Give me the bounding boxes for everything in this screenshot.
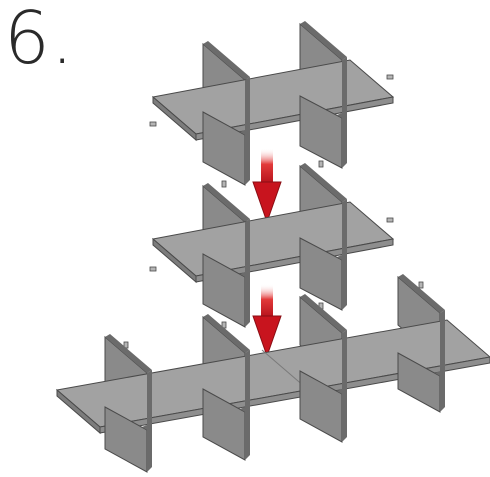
assembly-arrow-down-icon bbox=[252, 284, 282, 358]
screw-fastener-icon bbox=[149, 266, 157, 272]
step-number-label: 6. bbox=[4, 0, 75, 80]
screw-fastener-icon bbox=[386, 74, 394, 80]
shelf-module-top bbox=[149, 21, 395, 188]
screw-fastener-icon bbox=[318, 160, 324, 168]
shelf-module-bottom bbox=[55, 274, 490, 473]
screw-fastener-icon bbox=[386, 217, 394, 223]
assembly-arrow-down-icon bbox=[252, 148, 282, 224]
screw-fastener-icon bbox=[221, 180, 227, 188]
shelf-module-middle bbox=[123, 163, 424, 349]
screw-fastener-icon bbox=[418, 281, 424, 289]
screw-fastener-icon bbox=[149, 121, 157, 127]
